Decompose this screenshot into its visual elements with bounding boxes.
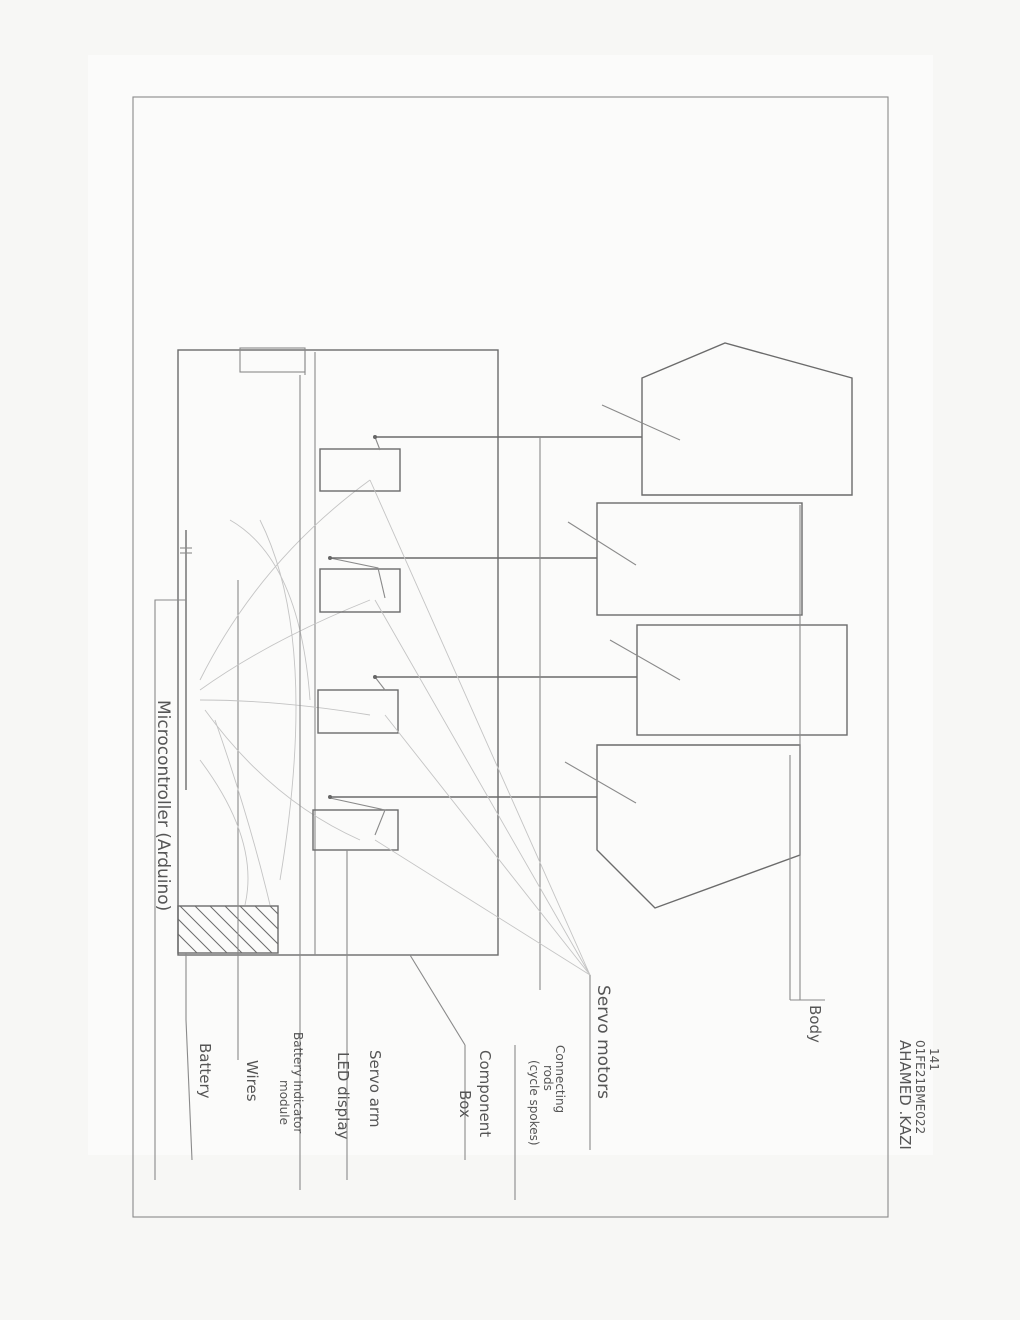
label-battery: Battery	[196, 1043, 214, 1099]
signature-line-2: 01FE21BME022	[913, 1040, 927, 1134]
label-led-display: LED display	[334, 1052, 352, 1140]
label-body: Body	[806, 1005, 824, 1043]
label-microcontroller: Microcontroller (Arduino)	[153, 700, 173, 911]
label-servo-arm: Servo arm	[366, 1050, 384, 1127]
paper	[88, 55, 933, 1155]
label-connecting-rods-2: rods	[541, 1065, 555, 1091]
label-connecting-rods-3: (cycle spokes)	[527, 1060, 541, 1146]
label-component-box-1: Component	[476, 1050, 494, 1137]
label-battery-indicator-1: Battery Indicator	[291, 1032, 305, 1133]
label-battery-indicator-2: module	[277, 1080, 291, 1125]
signature: 141 01FE21BME022 AHAMED .KAZI	[896, 1040, 941, 1150]
label-component-box-2: Box	[456, 1090, 474, 1118]
label-servo-motors: Servo motors	[593, 985, 613, 1099]
signature-line-3: AHAMED .KAZI	[896, 1040, 914, 1150]
label-wires: Wires	[243, 1060, 261, 1102]
signature-line-1: 141	[927, 1048, 941, 1071]
